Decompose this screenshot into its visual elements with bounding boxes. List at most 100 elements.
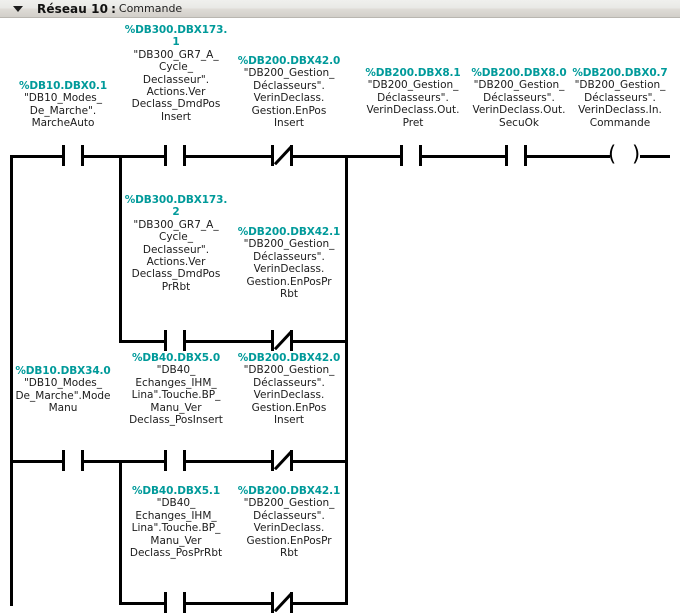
rung1-wire-seg-f <box>526 155 610 158</box>
operand-address: %DB300.DBX173.2 <box>124 194 228 219</box>
contact-bar-left <box>505 145 508 166</box>
operand-label-c7: %DB300.DBX173.2 "DB300_GR7_A_Cycle_Decla… <box>121 194 231 293</box>
operand-label-c9: %DB10.DBX34.0 "DB10_Modes_De_Marche".Mod… <box>6 365 120 415</box>
rung2-wire-seg-b <box>83 460 166 463</box>
contact-c13[interactable] <box>271 592 293 613</box>
operand-label-c2: %DB300.DBX173.1 "DB300_GR7_A_Cycle_Decla… <box>121 24 231 123</box>
contact-bar-left <box>62 450 65 471</box>
contact-c1[interactable] <box>62 145 84 166</box>
contact-c9[interactable] <box>62 450 84 471</box>
contact-bar-right <box>419 145 422 166</box>
rung2-wire-seg-a <box>10 460 64 463</box>
operand-label-c5: %DB200.DBX8.0 "DB200_Gestion_Déclasseurs… <box>458 67 580 129</box>
contact-bar-right <box>183 330 186 351</box>
operand-label-c13: %DB200.DBX42.1 "DB200_Gestion_Déclasseur… <box>230 485 348 559</box>
contact-c7[interactable] <box>164 330 186 351</box>
contact-c10[interactable] <box>164 450 186 471</box>
rung1-wire-seg-a <box>10 155 64 158</box>
operand-label-c3: %DB200.DBX42.0 "DB200_Gestion_Déclasseur… <box>230 55 348 129</box>
collapse-triangle-icon[interactable] <box>13 5 23 12</box>
contact-bar-right <box>290 330 293 351</box>
rung1-wire-seg-g <box>640 155 670 158</box>
operand-label-c8: %DB200.DBX42.1 "DB200_Gestion_Déclasseur… <box>230 226 348 300</box>
contact-bar-left <box>164 592 167 613</box>
rung2-wire-seg-d <box>292 460 348 463</box>
contact-c4[interactable] <box>400 145 422 166</box>
coil-paren-right: ) <box>632 142 641 166</box>
branch1-vertical-right <box>345 155 348 343</box>
operand-label-c12: %DB40.DBX5.1 "DB40_Echanges_IHM_Lina".To… <box>117 485 235 559</box>
contact-bar-right <box>183 145 186 166</box>
operand-address: %DB10.DBX0.1 <box>18 80 108 92</box>
operand-address: %DB200.DBX42.1 <box>237 485 341 497</box>
operand-symbol: "DB200_Gestion_Déclasseurs".VerinDeclass… <box>243 238 335 301</box>
operand-label-c6: %DB200.DBX0.7 "DB200_Gestion_Déclasseurs… <box>560 67 680 129</box>
operand-symbol: "DB200_Gestion_Déclasseurs".VerinDeclass… <box>243 497 335 560</box>
operand-address: %DB40.DBX5.0 <box>131 352 221 364</box>
operand-symbol: "DB40_Echanges_IHM_Lina".Touche.BP_Manu_… <box>129 497 223 560</box>
left-power-rail <box>10 155 13 606</box>
contact-bar-right <box>524 145 527 166</box>
contact-bar-left <box>164 330 167 351</box>
branch1-wire-seg-b <box>185 340 273 343</box>
contact-negation-slash <box>273 451 291 470</box>
contact-bar-right <box>290 450 293 471</box>
operand-address: %DB200.DBX42.0 <box>237 352 341 364</box>
contact-bar-left <box>400 145 403 166</box>
rung2-wire-seg-c <box>185 460 273 463</box>
contact-bar-right <box>183 592 186 613</box>
operand-address: %DB200.DBX42.0 <box>237 55 341 67</box>
coil-paren-left: ( <box>608 142 617 166</box>
operand-label-c10: %DB40.DBX5.0 "DB40_Echanges_IHM_Lina".To… <box>117 352 235 426</box>
contact-c5[interactable] <box>505 145 527 166</box>
contact-c12[interactable] <box>164 592 186 613</box>
network-header-bar: Réseau 10 : Commande <box>0 0 680 18</box>
operand-symbol: "DB40_Echanges_IHM_Lina".Touche.BP_Manu_… <box>129 364 223 427</box>
network-title: Réseau 10 <box>37 1 109 16</box>
network-title-separator: : <box>111 1 116 16</box>
contact-bar-right <box>183 450 186 471</box>
contact-negation-slash <box>273 593 291 612</box>
contact-c8[interactable] <box>271 330 293 351</box>
operand-address: %DB40.DBX5.1 <box>131 485 221 497</box>
branch2-wire-seg-a <box>119 602 166 605</box>
contact-bar-left <box>164 450 167 471</box>
contact-bar-left <box>164 145 167 166</box>
branch2-vertical-right <box>345 460 348 605</box>
contact-c3[interactable] <box>271 145 293 166</box>
contact-bar-right <box>81 450 84 471</box>
contact-bar-right <box>290 145 293 166</box>
rung1-wire-seg-b <box>83 155 166 158</box>
operand-symbol: "DB200_Gestion_Déclasseurs".VerinDeclass… <box>574 79 666 129</box>
contact-c11[interactable] <box>271 450 293 471</box>
operand-symbol: "DB200_Gestion_Déclasseurs".VerinDeclass… <box>243 67 335 130</box>
operand-address: %DB10.DBX34.0 <box>15 365 111 377</box>
network-comment: Commande <box>118 2 183 15</box>
branch2-wire-seg-b <box>185 602 273 605</box>
operand-address: %DB300.DBX173.1 <box>124 24 228 49</box>
branch1-wire-seg-a <box>119 340 166 343</box>
operand-address: %DB200.DBX0.7 <box>572 67 668 79</box>
operand-symbol: "DB200_Gestion_Déclasseurs".VerinDeclass… <box>243 364 335 427</box>
operand-symbol: "DB300_GR7_A_Cycle_Declasseur".Actions.V… <box>131 218 221 293</box>
operand-symbol: "DB200_Gestion_Déclasseurs".VerinDeclass… <box>366 79 460 129</box>
operand-symbol: "DB200_Gestion_Déclasseurs".VerinDeclass… <box>472 79 566 129</box>
contact-negation-slash <box>273 331 291 350</box>
branch2-wire-seg-c <box>292 602 348 605</box>
rung1-wire-seg-c <box>185 155 273 158</box>
branch1-wire-seg-c <box>292 340 348 343</box>
operand-symbol: "DB10_Modes_De_Marche".MarcheAuto <box>23 92 103 130</box>
operand-label-c11: %DB200.DBX42.0 "DB200_Gestion_Déclasseur… <box>230 352 348 426</box>
contact-c2[interactable] <box>164 145 186 166</box>
operand-symbol: "DB300_GR7_A_Cycle_Declasseur".Actions.V… <box>131 48 221 123</box>
contact-bar-right <box>81 145 84 166</box>
contact-bar-left <box>62 145 65 166</box>
branch2-vertical-left <box>119 460 122 605</box>
branch1-vertical-left <box>119 155 122 343</box>
operand-address: %DB200.DBX8.0 <box>471 67 567 79</box>
operand-label-c4: %DB200.DBX8.1 "DB200_Gestion_Déclasseurs… <box>352 67 474 129</box>
operand-address: %DB200.DBX42.1 <box>237 226 341 238</box>
coil-c6[interactable]: ( ) <box>608 142 642 166</box>
rung2-return-vertical <box>345 340 348 463</box>
